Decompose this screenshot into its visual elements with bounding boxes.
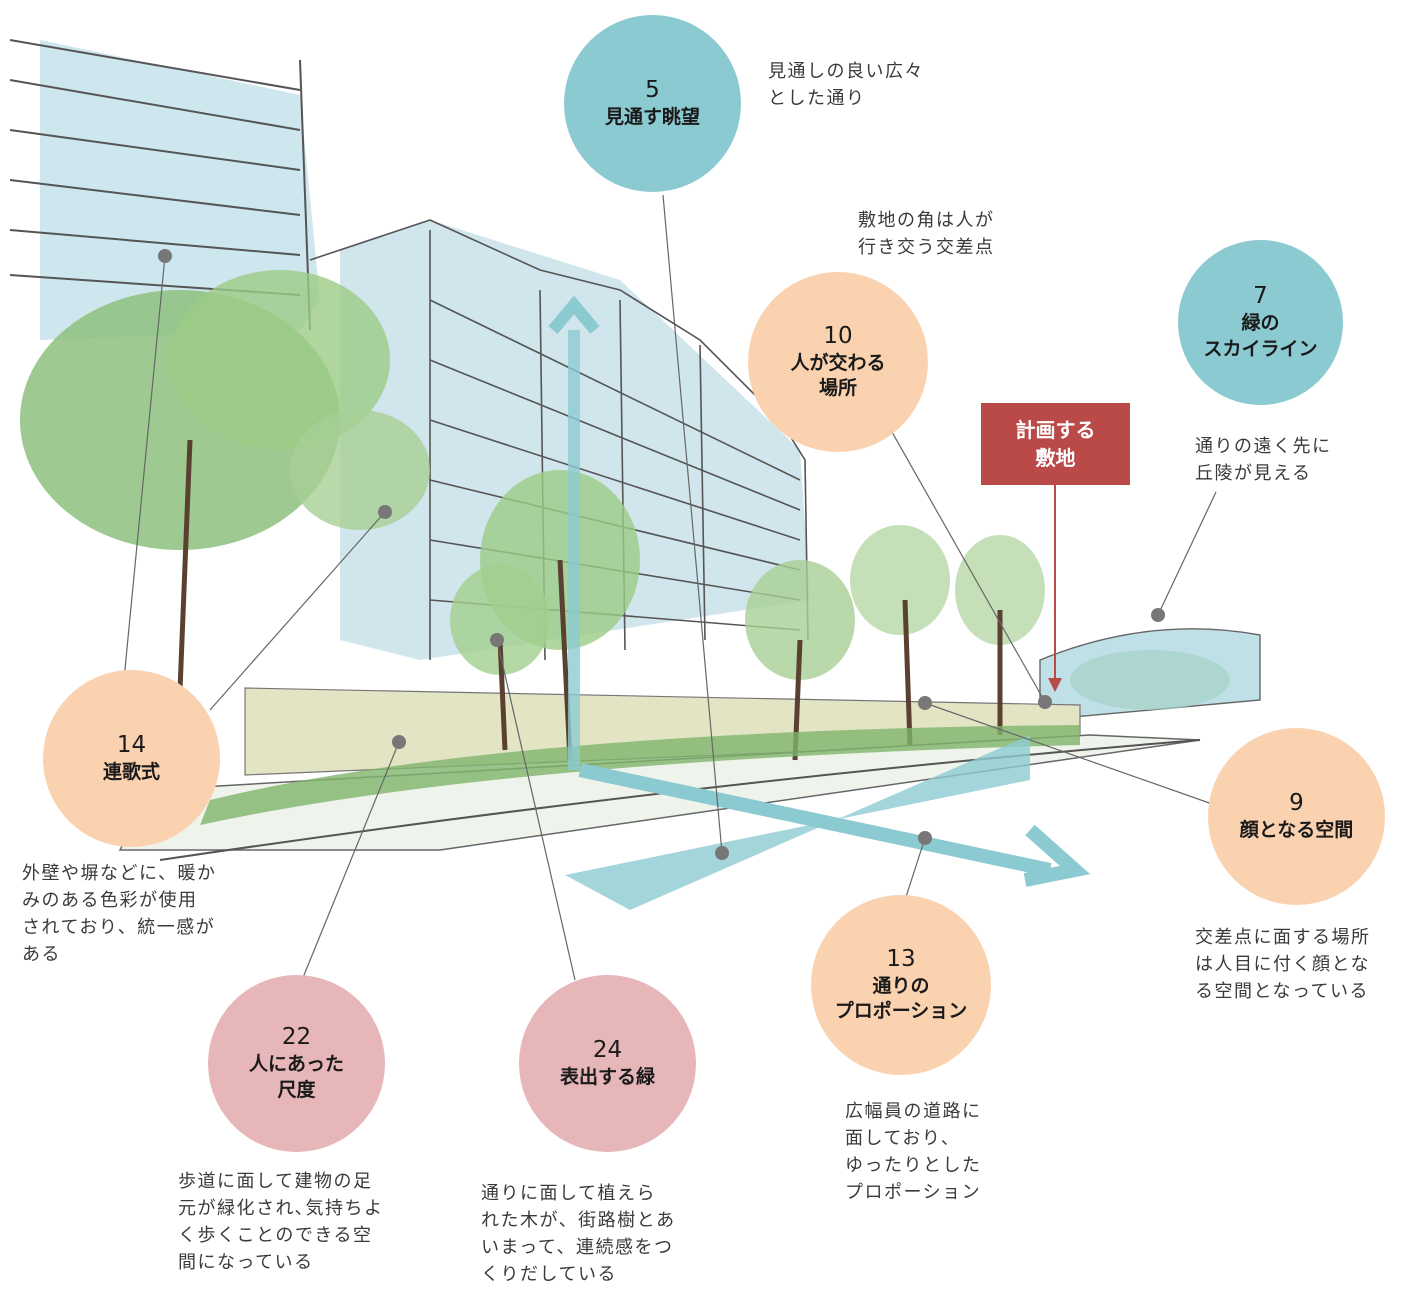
callout-description-22: 歩道に面して建物の足 元が緑化され､気持ちよ く歩くことのできる空 間になってい… xyxy=(178,1171,384,1273)
callout-circle-9: 9 顔となる空間 xyxy=(1208,728,1385,905)
callout-title: 見通す眺望 xyxy=(604,106,700,129)
callout-number: 9 xyxy=(1289,790,1304,817)
callout-number: 24 xyxy=(592,1037,623,1064)
callout-description-7: 通りの遠く先に 丘陵が見える xyxy=(1195,436,1332,484)
callout-description-5: 見通しの良い広々 とした通り xyxy=(768,61,924,109)
callout-circle-14: 14 連歌式 xyxy=(43,670,220,847)
callout-title: 人が交わる 場所 xyxy=(790,351,886,400)
callout-title: 表出する緑 xyxy=(559,1066,655,1089)
callout-circle-13: 13 通りの プロポーション xyxy=(811,895,991,1075)
callout-number: 13 xyxy=(886,945,916,972)
site-arrow xyxy=(1048,485,1062,692)
callout-description-10: 敷地の角は人が 行き交う交差点 xyxy=(858,210,995,258)
callout-title: 通りの プロポーション xyxy=(834,974,968,1023)
callout-number: 7 xyxy=(1253,283,1268,310)
callout-circle-7: 7 緑の スカイライン xyxy=(1178,240,1343,405)
callout-circle-24: 24 表出する緑 xyxy=(519,975,696,1152)
callout-title: 顔となる空間 xyxy=(1239,819,1354,842)
site-label: 計画する 敷地 xyxy=(981,403,1130,485)
callout-title: 連歌式 xyxy=(102,761,160,784)
vision-arrows xyxy=(548,295,1091,910)
callout-title: 緑の スカイライン xyxy=(1203,312,1318,360)
hedge xyxy=(200,725,1080,825)
leader-lines xyxy=(121,194,1217,981)
callout-title: 人にあった 尺度 xyxy=(248,1053,344,1101)
callout-circle-22: 22 人にあった 尺度 xyxy=(208,975,385,1152)
callout-number: 22 xyxy=(281,1024,312,1051)
callout-number: 14 xyxy=(116,732,147,759)
callout-description-13: 広幅員の道路に 面しており、 ゆったりとした プロポーション xyxy=(845,1101,982,1203)
callout-number: 5 xyxy=(645,77,660,104)
callout-number: 10 xyxy=(823,322,853,349)
callout-description-9: 交差点に面する場所 は人目に付く顔とな る空間となっている xyxy=(1195,927,1371,1002)
trees xyxy=(20,270,1230,761)
callout-description-14: 外壁や塀などに、暖か みのある色彩が使用 されており、統一感が ある xyxy=(22,863,217,965)
callout-description-24: 通りに面して植えら れた木が、街路樹とあ いまって、連続感をつ くりだしている xyxy=(481,1183,676,1285)
left-building xyxy=(9,39,320,340)
callout-circle-5: 5 見通す眺望 xyxy=(564,15,741,192)
callout-circle-10: 10 人が交わる 場所 xyxy=(748,272,928,452)
leader-dots xyxy=(158,249,1165,860)
